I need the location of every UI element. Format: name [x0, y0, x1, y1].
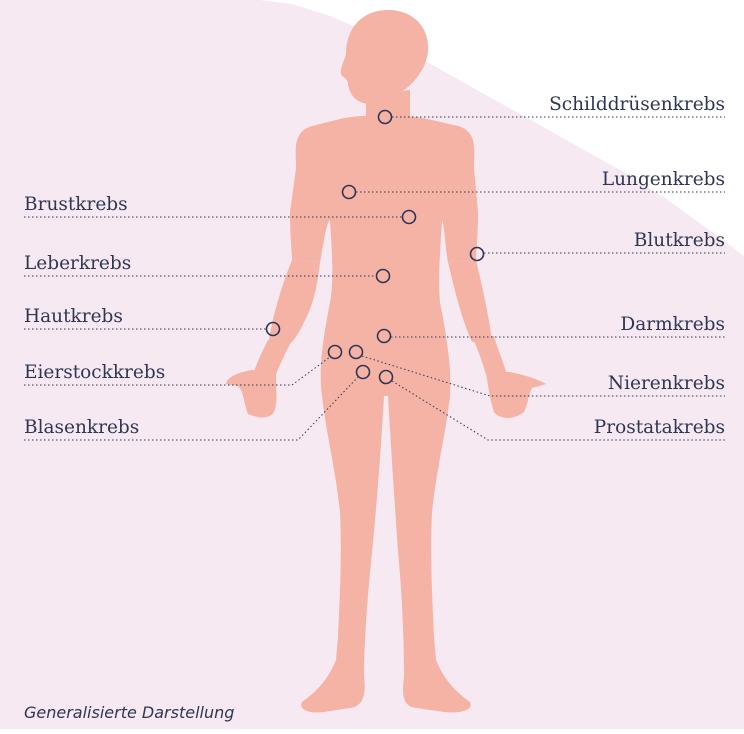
label-darmkrebs: Darmkrebs — [620, 314, 725, 335]
label-lungenkrebs: Lungenkrebs — [602, 169, 725, 190]
caption: Generalisierte Darstellung — [24, 703, 234, 722]
label-schilddruesenkrebs: Schilddrüsenkrebs — [549, 94, 725, 115]
label-hautkrebs: Hautkrebs — [24, 306, 123, 327]
label-blasenkrebs: Blasenkrebs — [24, 417, 139, 438]
label-nierenkrebs: Nierenkrebs — [608, 373, 725, 394]
label-prostatakrebs: Prostatakrebs — [594, 417, 725, 438]
label-eierstockkrebs: Eierstockkrebs — [24, 362, 165, 383]
label-leberkrebs: Leberkrebs — [24, 253, 131, 274]
label-blutkrebs: Blutkrebs — [634, 230, 725, 251]
label-brustkrebs: Brustkrebs — [24, 194, 128, 215]
